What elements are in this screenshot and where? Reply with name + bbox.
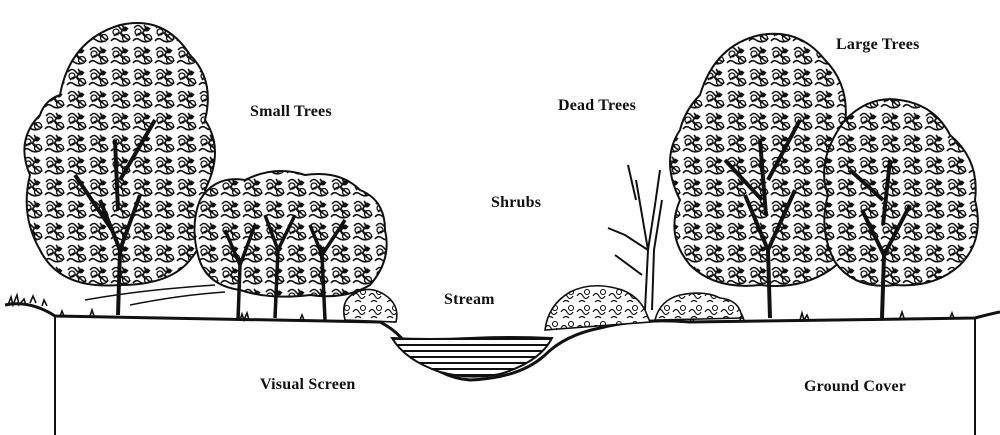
label-dead-trees: Dead Trees [558,97,636,115]
label-ground-cover: Ground Cover [804,378,906,396]
label-small-trees: Small Trees [250,103,332,121]
tree-left-tall [24,23,225,315]
tree-large-right [824,99,978,318]
label-large-trees: Large Trees [836,36,920,54]
shrub-right [545,286,742,330]
label-stream: Stream [444,291,495,309]
label-visual-screen: Visual Screen [260,376,356,394]
shrub-left [344,289,397,322]
label-shrubs: Shrubs [491,194,541,212]
stream-water [392,337,552,377]
